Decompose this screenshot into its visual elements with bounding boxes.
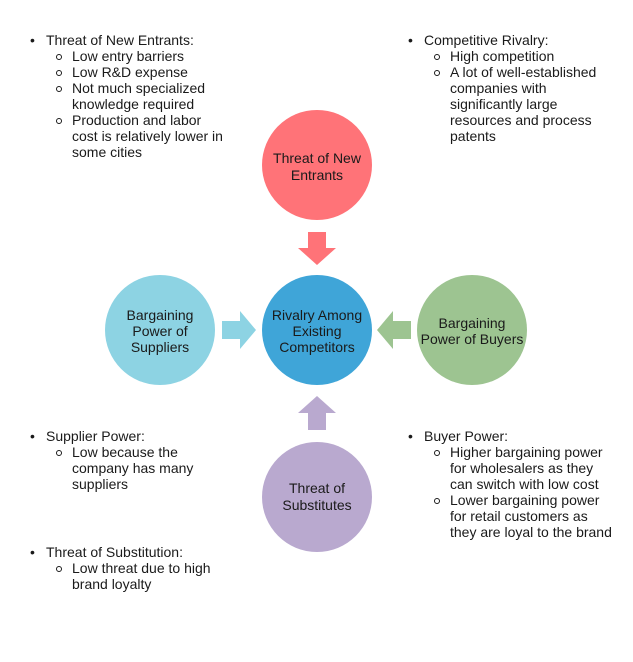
arrow-down-icon bbox=[298, 232, 336, 265]
notes-item: Production and labor cost is relatively … bbox=[46, 112, 230, 160]
notes-heading: Threat of Substitution: Low threat due t… bbox=[20, 544, 230, 592]
notes-supplier-power: Supplier Power: Low because the company … bbox=[20, 428, 230, 492]
notes-threat-of-new-entrants: Threat of New Entrants: Low entry barrie… bbox=[20, 32, 230, 160]
notes-heading-text: Competitive Rivalry: bbox=[424, 32, 549, 48]
notes-heading-text: Threat of Substitution: bbox=[46, 544, 183, 560]
notes-competitive-rivalry: Competitive Rivalry: High competition A … bbox=[398, 32, 608, 144]
notes-item: Low because the company has many supplie… bbox=[46, 444, 230, 492]
notes-threat-of-substitution: Threat of Substitution: Low threat due t… bbox=[20, 544, 230, 592]
notes-buyer-power: Buyer Power: Higher bargaining power for… bbox=[398, 428, 618, 540]
notes-item: Lower bargaining power for retail custom… bbox=[424, 492, 618, 540]
notes-heading: Threat of New Entrants: Low entry barrie… bbox=[20, 32, 230, 160]
arrow-up-icon bbox=[298, 396, 336, 430]
notes-item: High competition bbox=[424, 48, 608, 64]
notes-heading-text: Buyer Power: bbox=[424, 428, 509, 444]
notes-heading-text: Threat of New Entrants: bbox=[46, 32, 194, 48]
notes-heading: Buyer Power: Higher bargaining power for… bbox=[398, 428, 618, 540]
notes-heading: Competitive Rivalry: High competition A … bbox=[398, 32, 608, 144]
notes-item: Not much specialized knowledge required bbox=[46, 80, 230, 112]
notes-heading: Supplier Power: Low because the company … bbox=[20, 428, 230, 492]
notes-item: Low entry barriers bbox=[46, 48, 230, 64]
notes-item: Low threat due to high brand loyalty bbox=[46, 560, 230, 592]
notes-heading-text: Supplier Power: bbox=[46, 428, 145, 444]
notes-item: A lot of well-established companies with… bbox=[424, 64, 608, 144]
arrow-right-icon bbox=[222, 311, 256, 349]
arrow-left-icon bbox=[377, 311, 411, 349]
notes-item: Low R&D expense bbox=[46, 64, 230, 80]
notes-item: Higher bargaining power for wholesalers … bbox=[424, 444, 618, 492]
